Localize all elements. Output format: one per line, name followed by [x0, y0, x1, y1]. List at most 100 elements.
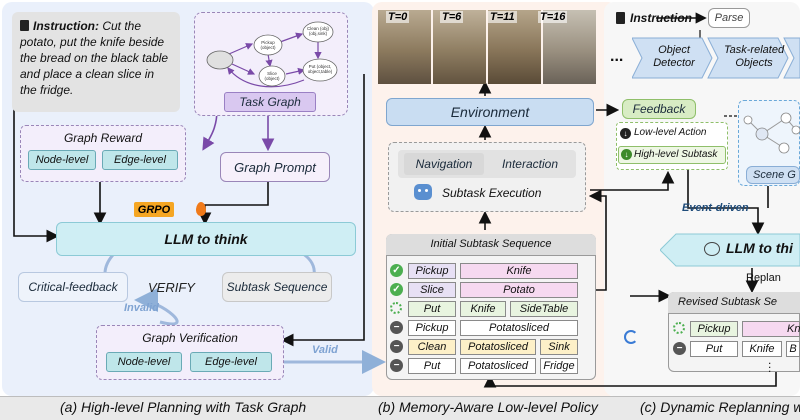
caption-c: (c) Dynamic Replanning w [640, 399, 800, 415]
seq-target-cell: SideTable [510, 301, 578, 317]
graph-verification-title: Graph Verification [142, 331, 238, 345]
llm-to-think-box: LLM to think [56, 222, 356, 256]
pending-minus-icon: − [673, 342, 686, 355]
seq-action-cell: Put [408, 358, 456, 374]
llm-to-think-c-label: LLM to thi [726, 240, 793, 256]
graph-node-pickup [253, 34, 283, 56]
time-label-1: T=6 [440, 11, 464, 23]
time-label-2: T=11 [488, 11, 517, 23]
llm-hexagon [660, 233, 800, 267]
seq-object-cell: Potatosliced [460, 358, 536, 374]
revised-sequence-header [668, 292, 800, 314]
down-arrow-icon: ↓ [620, 128, 631, 139]
edge-level-reward: Edge-level [102, 150, 178, 170]
invalid-label: Invalid [124, 302, 159, 314]
pending-minus-icon: − [390, 321, 403, 334]
high-level-row [618, 146, 726, 164]
network-icon [704, 242, 720, 256]
revised-object-cell: Kn [742, 321, 800, 337]
caption-strip [0, 396, 800, 420]
subtask-execution-label: Subtask Execution [442, 186, 542, 200]
svg-text:object,table): object,table) [308, 69, 333, 74]
done-check-icon: ✓ [390, 283, 403, 296]
scene-graph-label: Scene G [746, 166, 800, 184]
done-check-icon: ✓ [390, 264, 403, 277]
ellipsis-label: ... [610, 48, 624, 65]
verify-label: VERIFY [148, 280, 195, 295]
pipeline-chevrons [632, 37, 800, 79]
node-level-verify: Node-level [106, 352, 182, 372]
seq-action-cell: Pickup [408, 263, 456, 279]
node-level-reward: Node-level [28, 150, 96, 170]
navigation-chip: Navigation [404, 153, 484, 175]
pending-minus-icon: − [390, 359, 403, 372]
time-label-3: T=16 [538, 11, 568, 23]
svg-text:(obj,sink): (obj,sink) [309, 31, 328, 36]
svg-text:Put (object,: Put (object, [309, 64, 332, 69]
graph-node-slice [258, 65, 286, 87]
seq-action-cell: Pickup [408, 320, 456, 336]
feedback-box: Feedback [622, 99, 696, 119]
refresh-icon [624, 330, 638, 344]
svg-text:Slice: Slice [267, 71, 277, 76]
seq-action-cell: Slice [408, 282, 456, 298]
graph-node-pickup-label: Pickup [261, 40, 275, 45]
critical-feedback-box: Critical-feedback [18, 272, 128, 302]
revised-action-cell: Pickup [690, 321, 738, 337]
valid-label: Valid [312, 344, 338, 356]
instruction-label: Instruction: [33, 19, 99, 33]
edge-level-verify: Edge-level [190, 352, 272, 372]
object-detector-label: Object Detector [653, 44, 695, 69]
task-related-objects-label: Task-related Objects [723, 44, 785, 69]
grpo-label: GRPO [134, 202, 174, 217]
in-progress-icon [673, 322, 685, 334]
replan-label: Replan [746, 272, 781, 284]
graph-node-blank [206, 50, 234, 70]
initial-sequence-title: Initial Subtask Sequence [430, 238, 552, 250]
document-icon [616, 12, 625, 24]
svg-text:(object): (object) [264, 76, 280, 81]
seq-object-cell: Knife [460, 263, 578, 279]
instruction-label-c: Instruction [630, 11, 692, 25]
graph-reward-title: Graph Reward [63, 131, 143, 145]
svg-text:Clean (obj): Clean (obj) [307, 26, 330, 31]
seq-object-cell: Potatosliced [460, 320, 578, 336]
low-level-action-label: Low-level Action [634, 127, 707, 138]
environment-box: Environment [386, 98, 594, 126]
seq-object-cell: Knife [460, 301, 506, 317]
interaction-chip: Interaction [501, 157, 559, 171]
vertical-ellipsis: ... [768, 353, 772, 375]
seq-object-cell: Potato [460, 282, 578, 298]
caption-b: (b) Memory-Aware Low-level Policy [378, 399, 598, 415]
fire-icon [196, 202, 206, 216]
graph-prompt-box: Graph Prompt [220, 152, 330, 182]
down-arrow-icon: ↓ [621, 149, 632, 160]
scene-graph-drawing [743, 112, 800, 154]
graph-node-put [302, 58, 338, 82]
seq-object-cell: Potatosliced [460, 339, 536, 355]
subtask-sequence-box: Subtask Sequence [222, 272, 332, 302]
initial-sequence-header [386, 234, 596, 256]
seq-target-cell: Sink [540, 339, 578, 355]
time-label-0: T=0 [386, 11, 410, 23]
caption-a: (a) High-level Planning with Task Graph [60, 399, 307, 415]
revised-sequence-title: Revised Subtask Se [678, 296, 778, 308]
task-graph-drawing: Pickup (object) Clean (obj) (obj,sink) S… [206, 21, 338, 88]
pending-minus-icon: − [390, 340, 403, 353]
seq-target-cell: Fridge [540, 358, 578, 374]
revised-object-cell: Knife [742, 341, 782, 357]
robot-icon [414, 184, 432, 200]
graph-node-clean [302, 21, 334, 43]
parse-box: Parse [708, 8, 750, 28]
document-icon [20, 20, 29, 31]
in-progress-icon [390, 302, 402, 314]
instruction-text: Cut the potato, put the knife beside the… [20, 19, 169, 97]
high-level-subtask-label: High-level Subtask [634, 149, 718, 160]
seq-action-cell: Put [408, 301, 456, 317]
revised-action-cell: Put [690, 341, 738, 357]
event-driven-label: Event-driven [682, 202, 749, 214]
svg-text:(object): (object) [260, 45, 276, 50]
revised-target-cell: B [786, 341, 800, 357]
seq-action-cell: Clean [408, 339, 456, 355]
instruction-card: Instruction: Cut the potato, put the kni… [12, 12, 180, 112]
